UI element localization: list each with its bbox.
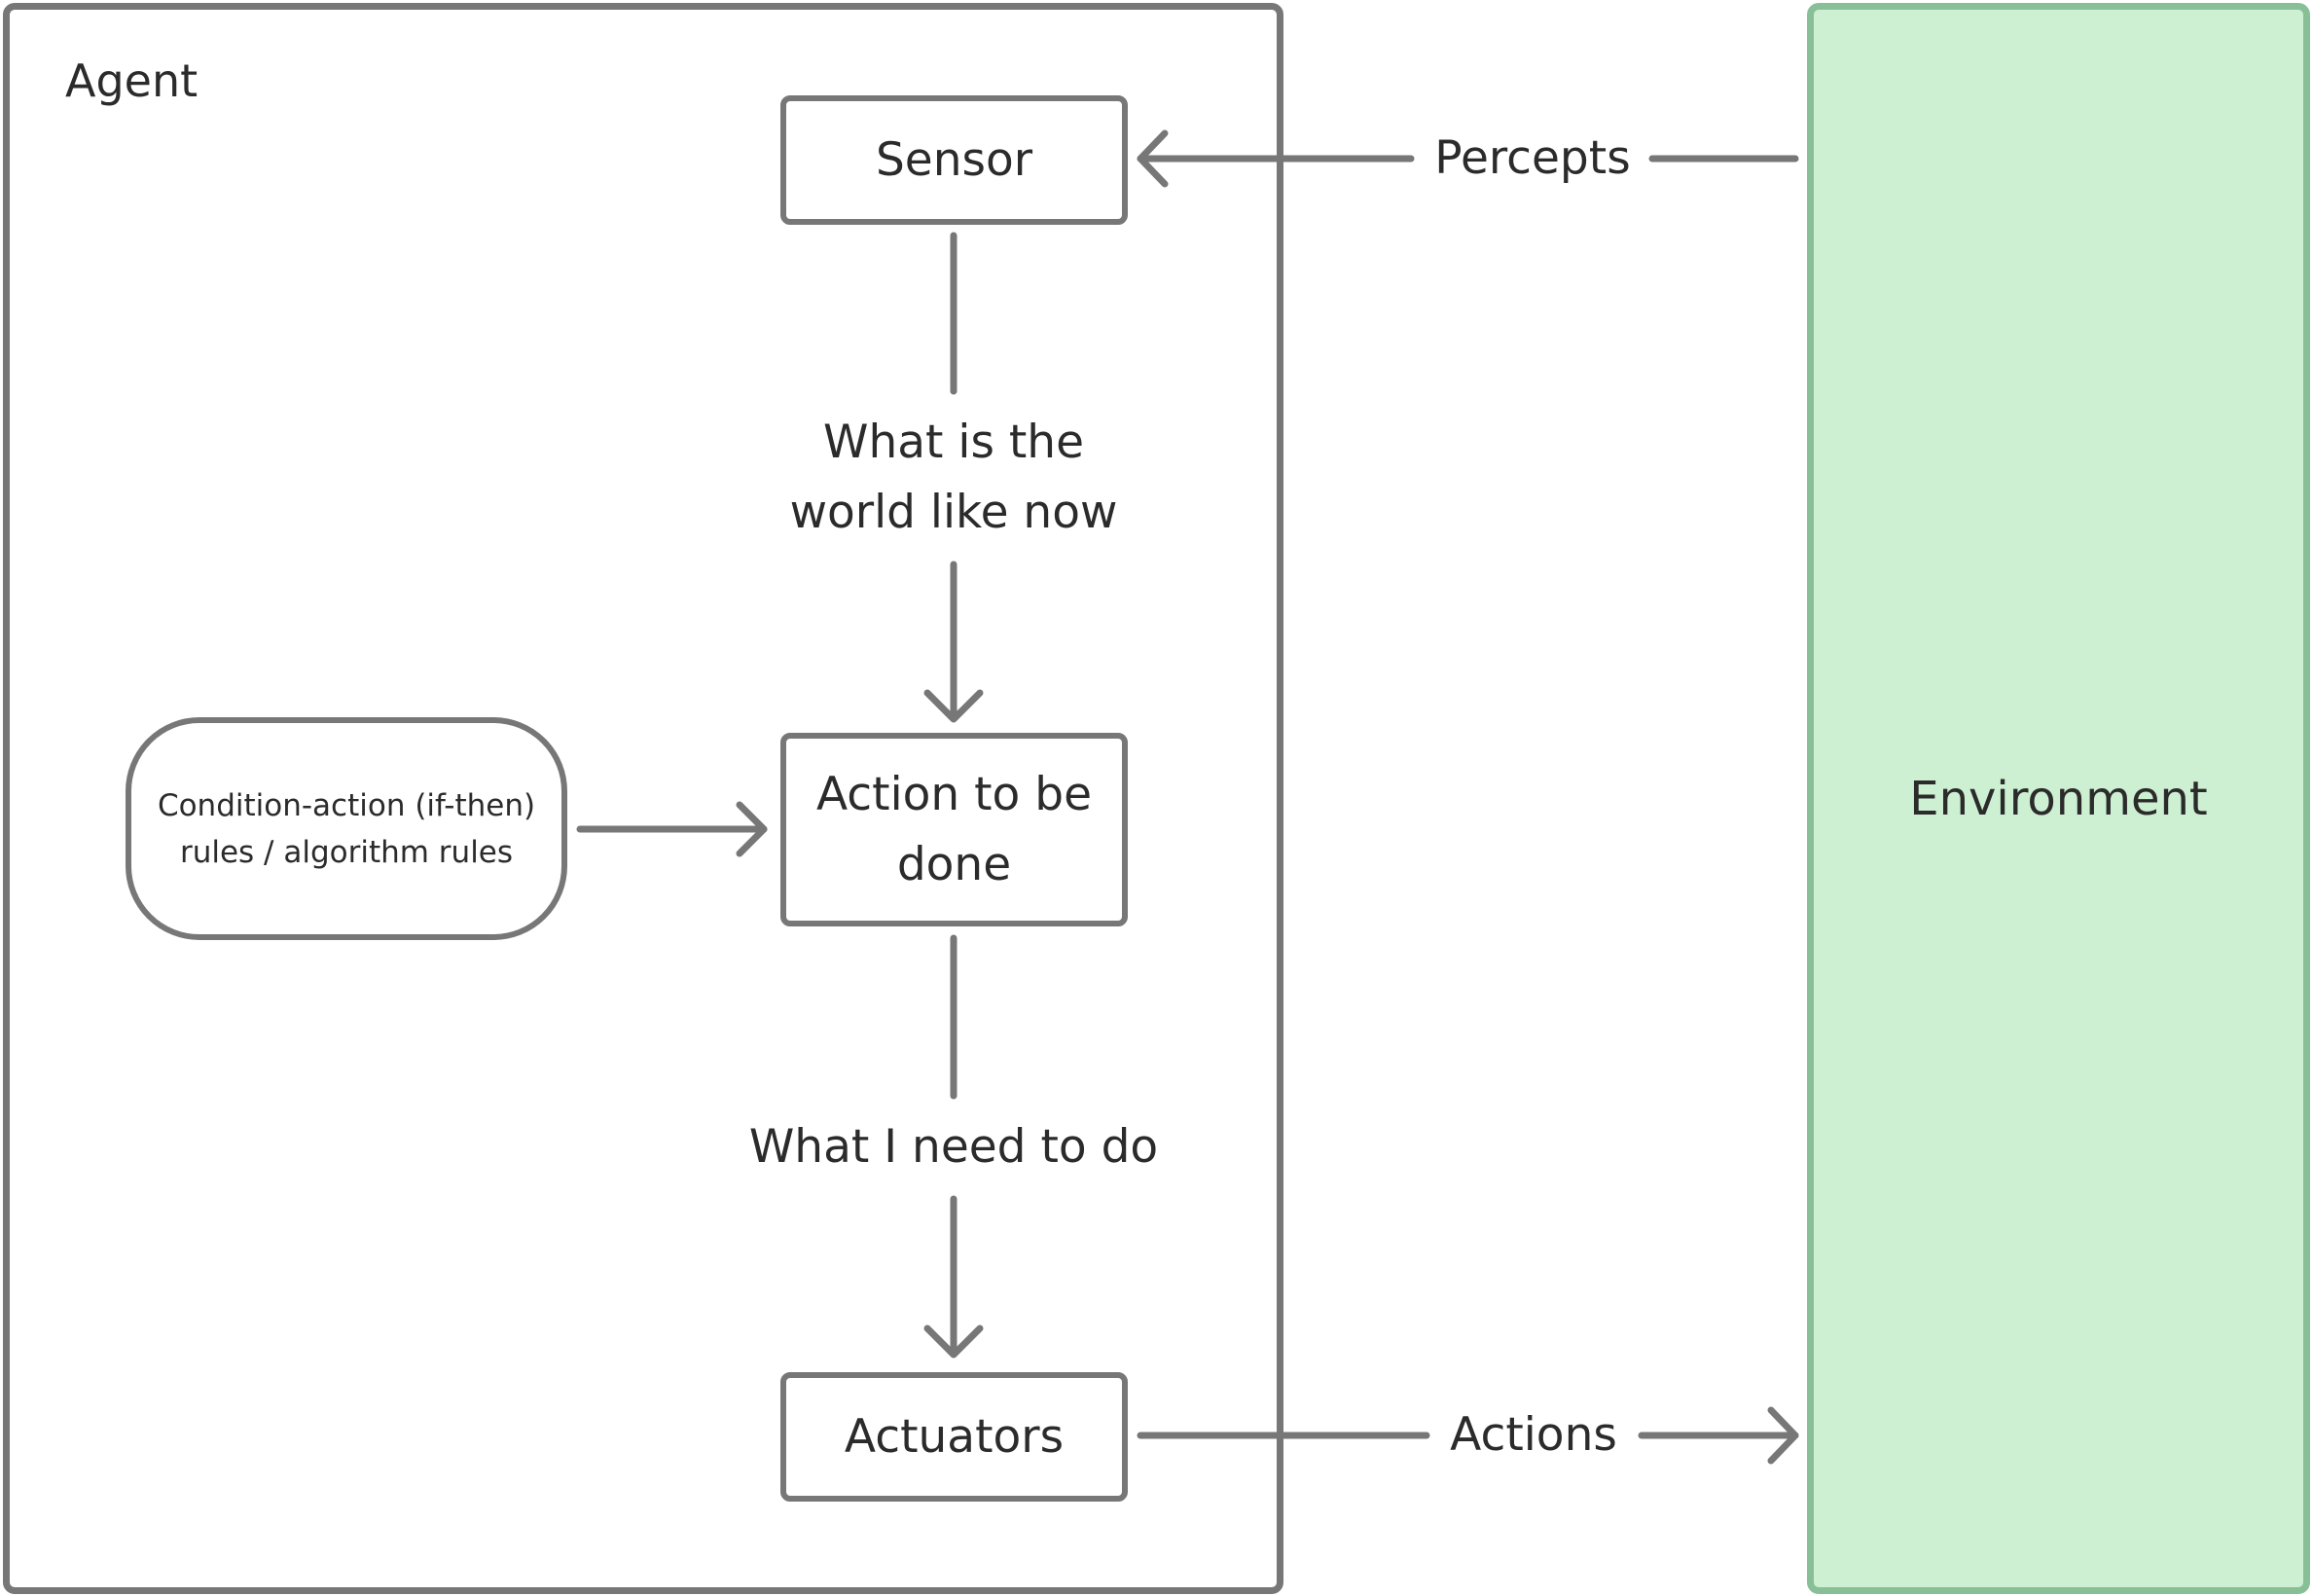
need-to-do-edge-label: What I need to do <box>748 1120 1159 1174</box>
actuators-label: Actuators <box>844 1409 1065 1464</box>
actions-arrowhead <box>1767 1406 1799 1465</box>
rules-label: Condition-action (if-then) rules / algor… <box>157 787 536 870</box>
percepts-edge-label: Percepts <box>1434 131 1631 185</box>
agent-label: Agent <box>65 54 199 107</box>
actuators-node: Actuators <box>780 1372 1128 1502</box>
percepts-arrowhead <box>1137 129 1169 188</box>
actions-edge-label: Actions <box>1450 1408 1617 1462</box>
sensor-node: Sensor <box>780 95 1128 225</box>
world-now-edge-label: What is the world like now <box>789 416 1118 539</box>
action-label: Action to be done <box>815 767 1092 891</box>
sensor-to-action-arrowhead <box>923 689 984 723</box>
action-node: Action to be done <box>780 733 1128 926</box>
sensor-label: Sensor <box>875 132 1033 187</box>
environment-label: Environment <box>1909 771 2208 826</box>
environment-box: Environment <box>1807 3 2310 1594</box>
rules-to-action-arrowhead <box>736 801 768 857</box>
action-to-actuators-arrowhead <box>923 1324 984 1359</box>
agent-boundary <box>3 3 1283 1594</box>
rules-node: Condition-action (if-then) rules / algor… <box>126 717 567 940</box>
